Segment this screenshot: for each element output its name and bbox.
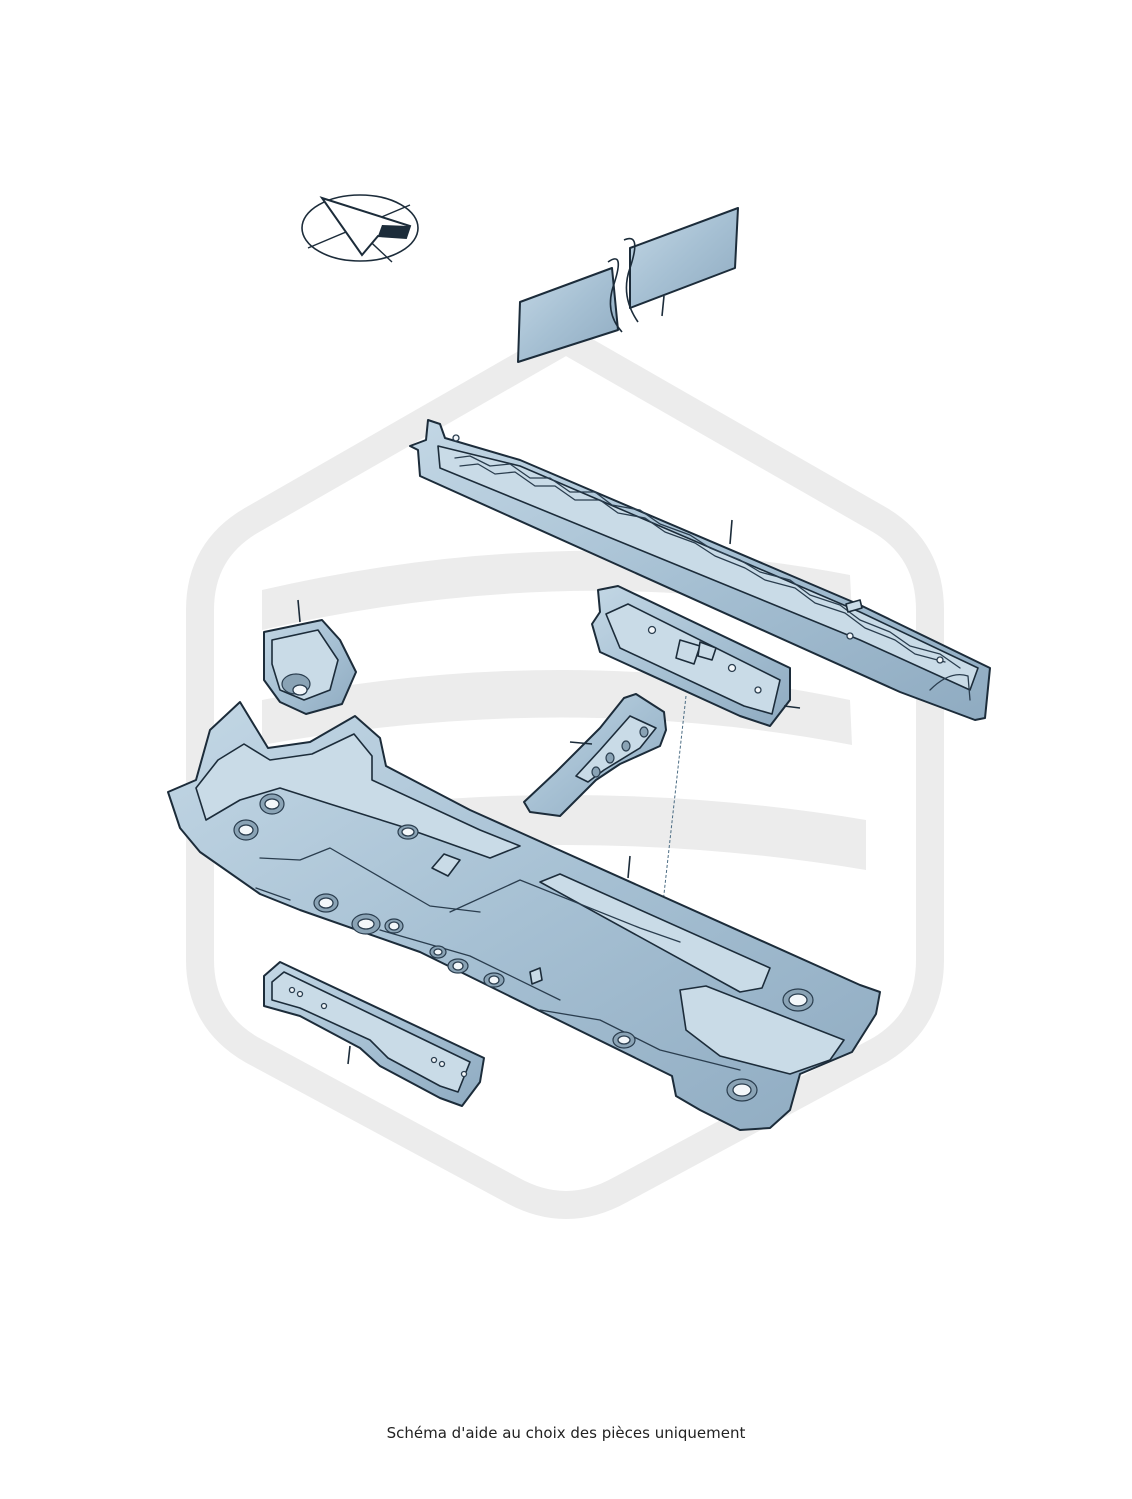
- wheel-housing-piece: [263, 599, 357, 715]
- cross-member: [591, 585, 801, 727]
- diagram-caption: Schéma d'aide au choix des pièces unique…: [386, 1424, 746, 1442]
- sealing-tape: [517, 207, 739, 363]
- reference-line: [661, 695, 687, 913]
- longitudinal-member: [263, 961, 485, 1107]
- floor-panel: [167, 701, 881, 1131]
- sill-panel: [409, 419, 991, 721]
- reinforcement-bracket: [523, 693, 667, 817]
- orientation-arrow-icon: [301, 194, 419, 263]
